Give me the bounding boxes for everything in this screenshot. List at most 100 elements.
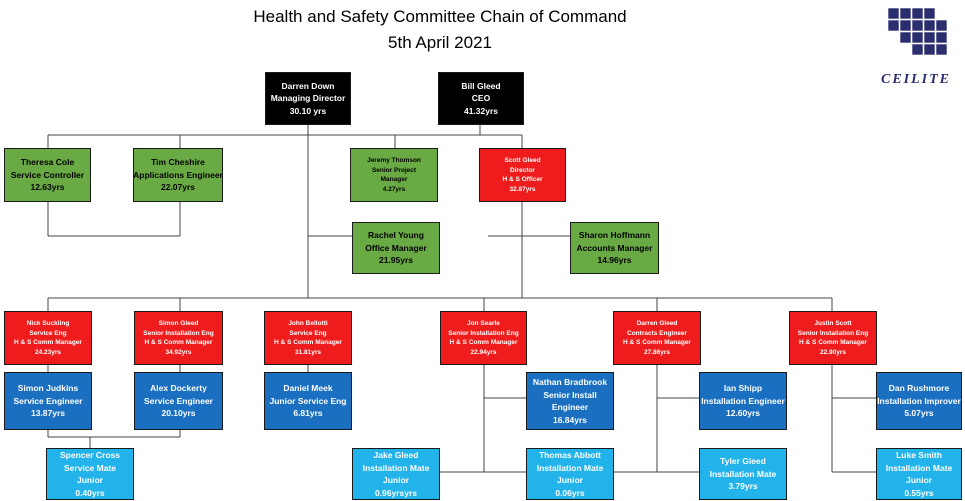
org-box-scott-gleed: Scott Gleed Director H & S Officer 32.87… (479, 148, 566, 202)
org-box-bill-gleed: Bill Gleed CEO 41.32yrs (438, 72, 524, 125)
org-box-darren-gleed: Darren Gleed Contracts Engineer H & S Co… (613, 311, 701, 365)
person-role: Service Engineer (13, 395, 83, 406)
person-name: Tim Cheshire (151, 157, 205, 168)
person-role: Senior Installation Eng (143, 329, 214, 337)
person-level: Junior (77, 475, 103, 485)
person-name: Alex Dockerty (150, 383, 207, 394)
person-role: Installation Mate (709, 468, 777, 479)
date-text: 5th April 2021 (388, 33, 492, 52)
person-service: 13.87yrs (30, 408, 66, 419)
person-service: 22.90yrs (819, 348, 847, 356)
person-role: Accounts Manager (576, 242, 653, 253)
person-role-2: H & S Comm Manager (274, 339, 342, 346)
person-role: CEO (471, 93, 491, 104)
org-box-jon-searle: Jon Searle Senior Installation Eng H & S… (440, 311, 527, 365)
person-name: Darren Gleed (636, 320, 678, 327)
person-service: 4.27yrs (382, 185, 406, 193)
person-name: Jon Searle (467, 320, 500, 327)
person-service: 27.86yrs (643, 348, 671, 356)
person-service: 22.07yrs (160, 182, 196, 193)
person-name: Daniel Meek (283, 383, 333, 394)
person-name: Darren Down (281, 80, 335, 91)
org-box-tyler-gleed: Tyler Gleed Installation Mate 3.79yrs (699, 448, 787, 500)
person-service: 30.10 yrs (289, 105, 327, 116)
org-box-justin-scott: Justin Scott Senior Installation Eng H &… (789, 311, 877, 365)
person-service: 12.60yrs (725, 408, 761, 419)
person-role: Applications Engineer (133, 169, 223, 180)
person-name: Thomas Abbott (538, 450, 601, 460)
person-service: 3.79yrs (728, 481, 758, 492)
person-service: 20.10yrs (161, 408, 196, 419)
person-role-2: H & S Comm Manager (144, 339, 213, 346)
logo-text: CEILITE (880, 72, 951, 87)
person-role-2: H & S Comm Manager (623, 339, 691, 346)
org-box-jake-gleed: Jake Gleed Installation Mate Junior 0.96… (352, 448, 440, 500)
person-service: 0.06yrs (555, 487, 585, 498)
org-box-simon-judkins: Simon Judkins Service Engineer 13.87yrs (4, 372, 92, 430)
logo-grid-icon (887, 7, 948, 56)
title-text: Health and Safety Committee Chain of Com… (253, 7, 627, 26)
person-service: 22.94yrs (470, 348, 497, 356)
person-role: Senior Project (371, 166, 417, 174)
org-box-thomas-abbott: Thomas Abbott Installation Mate Junior 0… (526, 448, 614, 500)
org-box-alex-dockerty: Alex Dockerty Service Engineer 20.10yrs (134, 372, 223, 430)
org-box-tim-cheshire: Tim Cheshire Applications Engineer 22.07… (133, 148, 223, 202)
person-name: Luke Smith (896, 450, 942, 460)
org-box-simon-gleed: Simon Gleed Senior Installation Eng H & … (134, 311, 223, 365)
person-name: Simon Gleed (158, 320, 199, 327)
person-name: Nathan Bradbrook (532, 377, 608, 387)
person-role: Installation Mate (536, 462, 604, 473)
person-service: 12.63yrs (30, 182, 65, 193)
person-service: 21.95yrs (378, 255, 414, 266)
person-role: Installation Mate (362, 462, 430, 473)
person-name: Bill Gleed (461, 80, 501, 91)
org-box-jeremy-thomson: Jeremy Thomson Senior Project Manager 4.… (350, 148, 438, 202)
person-role: Managing Director (270, 93, 346, 104)
person-level: Junior (383, 475, 409, 485)
person-role-2: Engineer (551, 402, 589, 412)
person-role-2: H & S Comm Manager (14, 339, 82, 346)
org-box-rachel-young: Rachel Young Office Manager 21.95yrs (352, 222, 440, 274)
person-role: Service Eng (29, 329, 67, 337)
org-box-spencer-cross: Spencer Cross Service Mate Junior 0.40yr… (46, 448, 134, 500)
person-role: Service Engineer (144, 395, 213, 406)
org-box-john-bellotti: John Bellotti Service Eng H & S Comm Man… (264, 311, 352, 365)
person-role-2: H & S Comm Manager (449, 339, 518, 346)
person-service: 0.96yrsyrs (374, 487, 418, 498)
person-name: Simon Judkins (17, 383, 79, 394)
org-box-sharon-hoffmann: Sharon Hoffmann Accounts Manager 14.96yr… (570, 222, 659, 274)
person-service: 32.87yrs (509, 185, 536, 193)
person-name: Nick Suckling (26, 320, 70, 327)
person-service: 5.07yrs (904, 408, 934, 419)
person-role: Service Controller (10, 169, 85, 180)
person-level: Junior (557, 475, 583, 485)
org-box-luke-smith: Luke Smith Installation Mate Junior 0.55… (876, 448, 962, 500)
person-name: Jeremy Thomson (367, 157, 421, 164)
person-name: John Bellotti (288, 320, 328, 327)
person-name: Spencer Cross (60, 450, 120, 460)
person-service: 14.96yrs (597, 255, 632, 266)
person-role: Service Mate (64, 462, 116, 473)
person-name: Sharon Hoffmann (578, 230, 651, 241)
person-role: Installation Improver (877, 395, 961, 406)
person-role: Senior Install (543, 389, 597, 400)
person-role-2: H & S Comm Manager (799, 339, 867, 346)
person-name: Ian Shipp (723, 383, 763, 394)
person-name: Scott Gleed (504, 157, 541, 164)
person-name: Dan Rushmore (888, 383, 950, 394)
person-role: Contracts Engineer (627, 329, 687, 337)
person-role-2: Manager (380, 176, 408, 183)
person-role: Junior Service Eng (269, 395, 347, 406)
person-name: Tyler Gleed (720, 456, 766, 467)
person-role: Service Eng (289, 329, 327, 337)
person-service: 34.92yrs (165, 348, 192, 356)
org-box-darren-down: Darren Down Managing Director 30.10 yrs (265, 72, 351, 125)
org-box-dan-rushmore: Dan Rushmore Installation Improver 5.07y… (876, 372, 962, 430)
org-box-theresa-cole: Theresa Cole Service Controller 12.63yrs (4, 148, 91, 202)
person-role: Office Manager (365, 242, 427, 253)
person-service: 16.84yrs (552, 414, 588, 425)
person-role: Senior Installation Eng (797, 329, 869, 337)
person-role: Senior Installation Eng (448, 329, 519, 337)
person-role: Installation Engineer (701, 395, 785, 406)
person-service: 31.81yrs (294, 348, 322, 356)
